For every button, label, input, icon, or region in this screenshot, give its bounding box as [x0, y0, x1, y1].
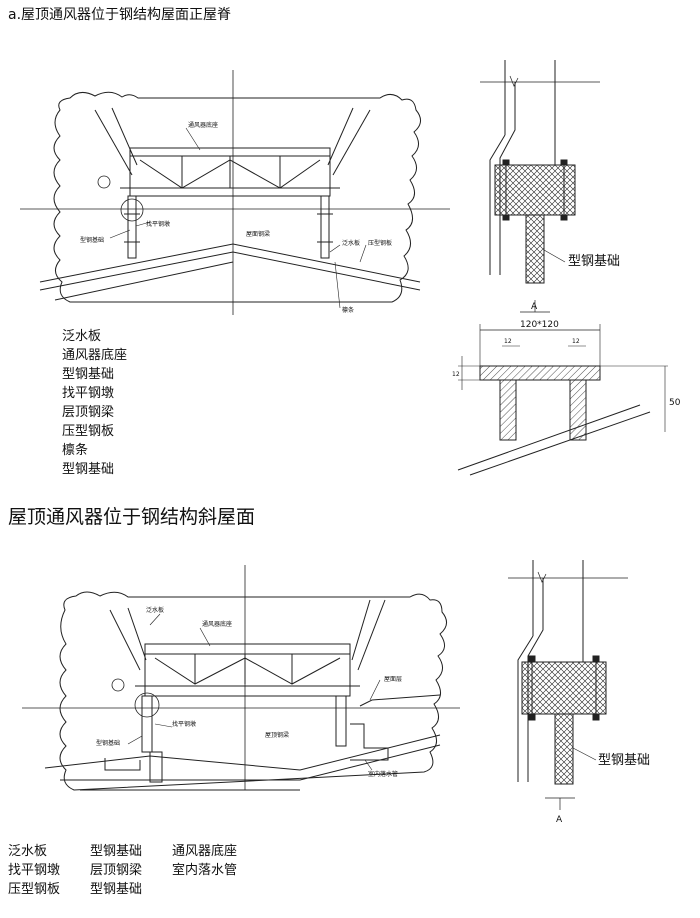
section-b-legend-col-3: 通风器底座 室内落水管 — [172, 842, 237, 880]
section-b-legend-col-2: 型钢基础 层顶钢梁 型钢基础 — [90, 842, 142, 899]
label-roof-beam: 屋顶钢梁 — [265, 731, 289, 739]
label-purlin: 檩条 — [342, 306, 354, 314]
legend-item: 压型钢板 — [8, 882, 61, 897]
legend-item: 泛水板 — [62, 329, 102, 344]
legend-item: 通风器底座 — [172, 844, 238, 859]
legend-item: 室内落水管 — [172, 863, 238, 878]
label-detail-foundation: 型钢基础 — [598, 753, 650, 768]
legend-item: 檩条 — [62, 443, 89, 458]
label-roof-beam: 屋面钢梁 — [246, 230, 270, 238]
section-b-legend-col-1: 泛水板 找平钢墩 压型钢板 — [8, 842, 60, 899]
section-mark-a: A — [556, 815, 563, 825]
legend-item: 压型钢板 — [62, 424, 115, 439]
label-roof-layer: 屋面层 — [384, 676, 402, 683]
cloud-boundary — [59, 591, 447, 791]
legend-item: 通风器底座 — [62, 348, 128, 363]
label-base: 通风器底座 — [188, 121, 218, 129]
label-steel-foundation: 型钢基础 — [80, 236, 104, 244]
dim-width: 120*120 — [520, 320, 559, 330]
slope-foundation-detail — [508, 560, 628, 810]
ridge-drawing — [20, 70, 450, 315]
cloud-boundary — [53, 91, 421, 303]
label-leveling-pier: 找平钢墩 — [172, 720, 196, 728]
legend-item: 层顶钢梁 — [90, 863, 143, 878]
dim-12-right: 12 — [572, 338, 580, 345]
dim-12-height: 12 — [452, 371, 460, 378]
legend-item: 型钢基础 — [90, 882, 143, 897]
ridge-foundation-detail — [480, 60, 600, 284]
section-a-title: a.屋顶通风器位于钢结构屋面正屋脊 — [8, 7, 232, 23]
section-mark-a: A — [531, 302, 538, 312]
label-profiled-sheet: 压型钢板 — [368, 239, 392, 247]
legend-item: 型钢基础 — [62, 462, 115, 477]
dim-50: 50 — [669, 398, 681, 408]
label-leveling-pier: 找平钢墩 — [146, 220, 170, 228]
dim-12-left: 12 — [504, 338, 512, 345]
legend-item: 找平钢墩 — [8, 863, 61, 878]
label-flashing: 泛水板 — [342, 239, 360, 247]
slope-drawing — [22, 565, 460, 791]
label-steel-foundation: 型钢基础 — [96, 739, 120, 747]
legend-item: 型钢基础 — [62, 367, 115, 382]
legend-item: 层顶钢梁 — [62, 405, 115, 420]
label-base: 通风器底座 — [202, 620, 232, 628]
legend-item: 型钢基础 — [90, 844, 143, 859]
section-a-legend: 泛水板 通风器底座 型钢基础 找平钢墩 层顶钢梁 压型钢板 檩条 型钢基础 — [62, 327, 127, 479]
section-aa-detail — [457, 300, 668, 476]
section-b-title: 屋顶通风器位于钢结构斜屋面 — [8, 506, 256, 528]
legend-item: 找平钢墩 — [62, 386, 115, 401]
label-detail-foundation: 型钢基础 — [568, 254, 620, 269]
label-drain-pipe: 室内落水管 — [368, 770, 398, 778]
label-flashing: 泛水板 — [146, 606, 164, 614]
legend-item: 泛水板 — [8, 844, 48, 859]
